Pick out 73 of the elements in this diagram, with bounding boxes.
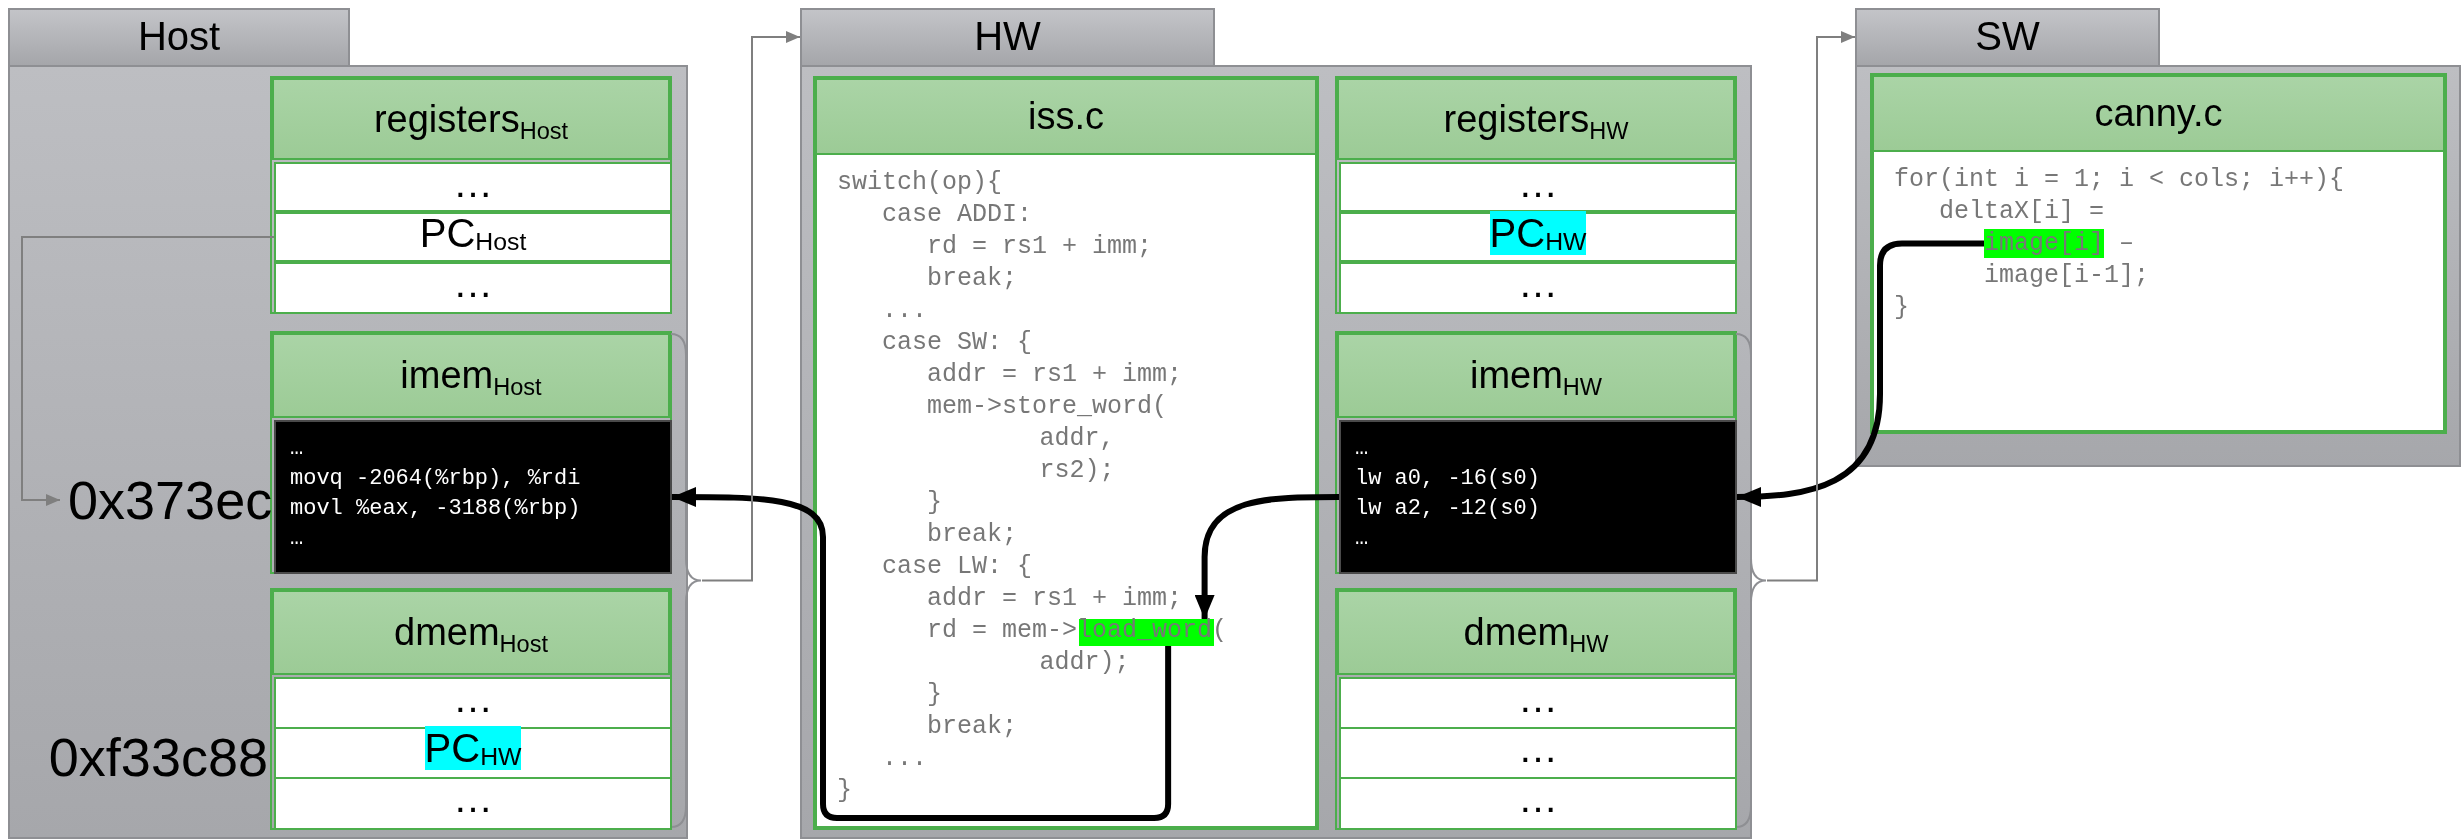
file-header: iss.c <box>815 78 1317 155</box>
table-row: … <box>1339 262 1737 314</box>
code-line: mem->store_word( <box>926 391 1169 423</box>
section-header: imem$_{Host}$ <box>272 333 670 418</box>
section-header: dmem$_{HW}$ <box>1337 590 1735 675</box>
code-line: rs2); <box>1038 455 1116 487</box>
table-row <box>274 727 672 779</box>
code-line: ... <box>881 295 928 327</box>
code-line: image[i-1]; <box>1983 260 2151 292</box>
code-line: } <box>926 679 943 711</box>
address-label: 0xf33c88 <box>47 726 268 789</box>
code-file-card <box>1870 73 2447 434</box>
section-header: registers$_{Host}$ <box>272 78 670 160</box>
code-line: break; <box>926 263 1018 295</box>
code-line: movq -2064(%rbp), %rdi <box>290 465 582 493</box>
code-line: … <box>1355 525 1370 553</box>
code-line: } <box>926 487 943 519</box>
memory-table <box>270 76 672 314</box>
code-line: … <box>290 525 305 553</box>
table-row <box>1339 212 1737 262</box>
panel-tab: Host <box>8 8 350 67</box>
code-line: addr, <box>1038 423 1116 455</box>
code-line: addr = rs1 + imm; <box>926 583 1184 615</box>
arrow <box>1766 31 1856 582</box>
code-line: } <box>837 775 853 807</box>
memory-table <box>1335 331 1737 574</box>
code-line: … <box>290 435 305 463</box>
highlighted-code: image[i] <box>1984 229 2105 258</box>
table-row: … <box>274 262 672 314</box>
code-block <box>1339 420 1737 574</box>
code-line: case LW: { <box>881 551 1034 583</box>
code-line: case ADDI: <box>881 199 1034 231</box>
code-line: addr); <box>1038 647 1131 679</box>
memory-table <box>1335 588 1737 830</box>
file-header: canny.c <box>1872 75 2445 152</box>
table-row: … <box>1339 162 1737 212</box>
table-row: … <box>274 162 672 212</box>
code-line: for(int i = 1; i < cols; i++){ <box>1894 164 2346 196</box>
section-header: registers$_{HW}$ <box>1337 78 1735 160</box>
code-line: movl %eax, -3188(%rbp) <box>290 495 582 523</box>
code-line: deltaX[i] = <box>1938 196 2106 228</box>
code-line: switch(op){ <box>837 167 1004 199</box>
code-line: addr = rs1 + imm; <box>926 359 1184 391</box>
code-line: } <box>1894 292 1910 324</box>
table-row: … <box>274 777 672 830</box>
table-row: … <box>1339 727 1737 779</box>
panel-tab: HW <box>800 8 1215 67</box>
code-text: – <box>2119 229 2135 258</box>
section-header: imem$_{HW}$ <box>1337 333 1735 418</box>
table-row: … <box>1339 677 1737 729</box>
curly-brace <box>670 333 702 828</box>
code-line: rd = rs1 + imm; <box>926 231 1154 263</box>
section-header: dmem$_{Host}$ <box>272 590 670 675</box>
arrow <box>701 31 801 582</box>
code-line: lw a2, -12(s0) <box>1355 495 1541 523</box>
table-row: … <box>274 677 672 729</box>
code-line: ... <box>881 743 928 775</box>
table-row: PC$_{Host}$ <box>274 212 672 262</box>
code-line: break; <box>926 519 1018 551</box>
memory-table <box>270 331 672 574</box>
code-line: break; <box>926 711 1018 743</box>
code-line: case SW: { <box>881 327 1034 359</box>
code-block <box>274 420 672 574</box>
memory-table <box>1335 76 1737 314</box>
arrow <box>672 487 1172 821</box>
panel-tab: SW <box>1855 8 2160 67</box>
arrow <box>1194 494 1339 619</box>
curly-brace <box>1735 333 1767 828</box>
table-row: … <box>1339 777 1737 830</box>
code-line: lw a0, -16(s0) <box>1355 465 1541 493</box>
code-line: … <box>1355 435 1370 463</box>
memory-table <box>270 588 672 830</box>
arrow <box>1736 240 1984 507</box>
